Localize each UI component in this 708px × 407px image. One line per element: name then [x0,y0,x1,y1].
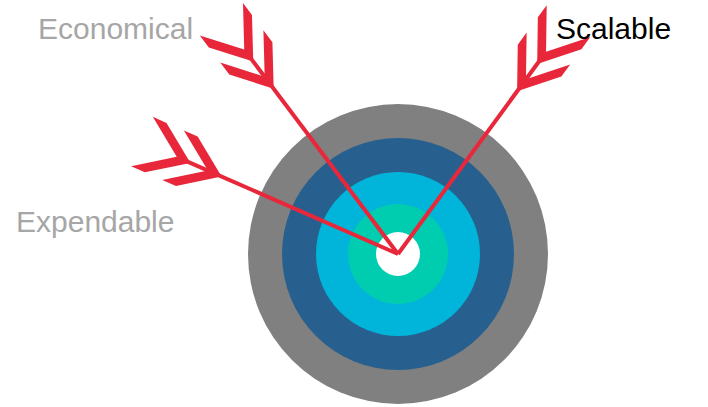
arrow-label: Economical [38,14,193,44]
arrow-fletching [162,131,221,186]
arrows [131,3,590,254]
arrow-fletching [220,30,273,89]
arrow-fletching [131,117,190,172]
arrow-fletching [200,3,253,62]
arrow-label: Expendable [16,207,174,237]
arrow-label: Scalable [556,14,671,44]
